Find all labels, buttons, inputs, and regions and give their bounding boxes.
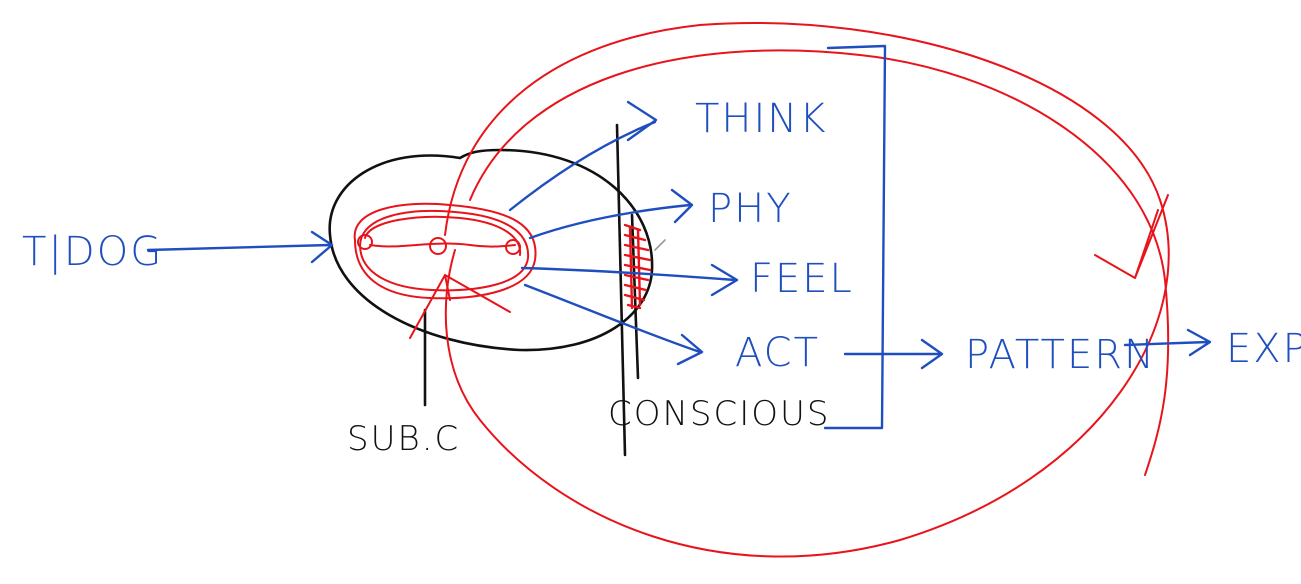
arrow-to-pattern: [843, 338, 944, 370]
red-big-loop-1: [444, 22, 1170, 558]
input-arrow: [146, 230, 334, 264]
conscious-divider-line: [615, 123, 627, 457]
red-inner-oval-c: [364, 215, 522, 256]
label-subconscious: SUB.C: [347, 419, 460, 459]
red-drop-line: [409, 274, 511, 339]
red-node-line: [369, 242, 516, 248]
arrow-to-exp: [1123, 328, 1212, 357]
red-inner-oval-b: [359, 209, 530, 292]
label-conscious: CONSCIOUS: [608, 394, 831, 434]
red-node-left: [357, 234, 373, 250]
grey-mark: [654, 239, 666, 251]
arrow-to-think: [508, 100, 658, 212]
arrow-to-feel: [520, 263, 739, 297]
bracket: [823, 44, 887, 430]
arrow-to-act: [523, 283, 704, 366]
arrow-to-phy: [528, 188, 694, 240]
red-hatch: [623, 223, 652, 310]
red-node-right: [505, 239, 521, 255]
label-act: ACT: [735, 330, 820, 376]
red-node-middle: [429, 237, 447, 255]
label-think: THINK: [695, 96, 827, 142]
red-big-loop-2: [469, 49, 1170, 476]
red-inner-oval-a: [353, 202, 537, 300]
label-input: T|DOG: [22, 229, 163, 275]
label-pattern: PATTERN: [965, 332, 1156, 378]
label-feel: FEEL: [750, 256, 854, 302]
red-loop-arrowhead: [1094, 194, 1169, 279]
subconscious-oval: [328, 148, 654, 352]
label-phy: PHY: [708, 186, 793, 232]
label-exp: EXP: [1226, 326, 1301, 372]
